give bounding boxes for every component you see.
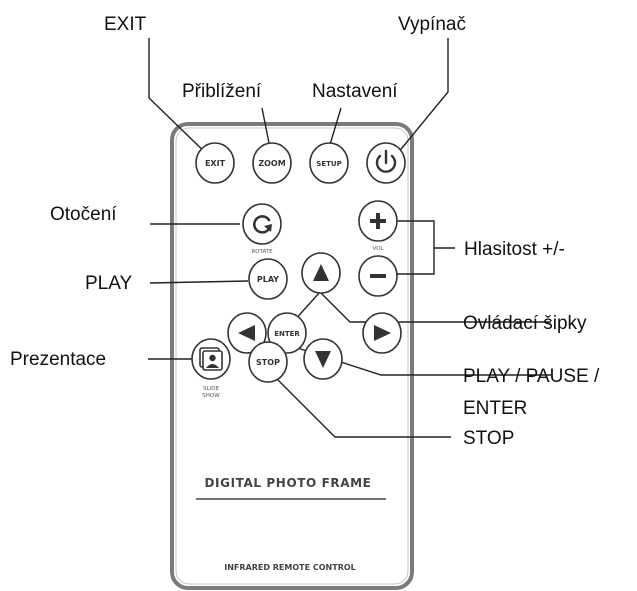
- show-caption: SHOW: [202, 393, 220, 399]
- callout-setup: Nastavení: [312, 81, 398, 102]
- arrow-up-button[interactable]: [301, 252, 341, 294]
- rotate-button[interactable]: [242, 203, 282, 245]
- setup-button-label: SETUP: [316, 160, 341, 168]
- play-button-label: PLAY: [257, 275, 279, 284]
- play-button[interactable]: PLAY: [248, 258, 288, 300]
- volume-up-button[interactable]: [358, 200, 398, 242]
- leader-setup: [328, 107, 342, 149]
- callout-zoom: Přiblížení: [182, 81, 262, 102]
- callout-power: Vypínač: [398, 14, 466, 35]
- callout-volume: Hlasitost +/-: [464, 239, 565, 260]
- callout-play: PLAY: [85, 273, 133, 294]
- callout-arrows: Ovládací šipky: [463, 313, 587, 334]
- minus-icon: [370, 274, 386, 278]
- arrow-right-button[interactable]: [362, 312, 402, 354]
- arrow-up-icon: [313, 264, 329, 281]
- arrow-left-icon: [238, 325, 255, 341]
- slide-caption: SLIDE: [203, 386, 219, 392]
- leader-power: [396, 38, 449, 155]
- remote-footer: INFRARED REMOTE CONTROL: [224, 563, 356, 572]
- callout-slideshow: Prezentace: [10, 349, 106, 370]
- zoom-button-label: ZOOM: [258, 159, 285, 168]
- stop-button[interactable]: STOP: [248, 341, 288, 383]
- leader-play: [149, 280, 249, 284]
- callout-rotate: Otočení: [50, 204, 117, 225]
- arrow-down-icon: [315, 351, 331, 368]
- stop-button-label: STOP: [256, 358, 280, 367]
- exit-button-label: EXIT: [205, 159, 226, 168]
- enter-button[interactable]: ENTER: [267, 312, 307, 354]
- remote-title: DIGITAL PHOTO FRAME: [205, 476, 372, 490]
- zoom-button[interactable]: ZOOM: [252, 142, 292, 184]
- setup-button[interactable]: SETUP: [309, 142, 349, 184]
- remote-body: [170, 122, 414, 590]
- enter-button-label: ENTER: [274, 330, 300, 338]
- slideshow-button[interactable]: [191, 338, 231, 380]
- callout-stop: STOP: [463, 428, 514, 449]
- callout-play-pause-line1: PLAY / PAUSE /: [463, 366, 600, 387]
- leader-exit: [148, 38, 214, 161]
- leader-zoom: [261, 107, 271, 149]
- leader-stop: [267, 369, 451, 438]
- rotate-caption: ROTATE: [251, 249, 273, 255]
- callout-play-pause-line2: ENTER: [463, 398, 527, 419]
- power-button[interactable]: [366, 142, 406, 184]
- arrow-right-icon: [374, 325, 391, 341]
- exit-button[interactable]: EXIT: [195, 142, 235, 184]
- slideshow-icon: [199, 347, 223, 371]
- arrow-down-button[interactable]: [303, 338, 343, 380]
- rotate-icon: [253, 215, 272, 234]
- power-icon: [375, 149, 397, 173]
- arrow-left-button[interactable]: [227, 312, 267, 354]
- callout-exit: EXIT: [104, 14, 147, 35]
- vol-caption: VOL: [372, 246, 384, 252]
- volume-down-button[interactable]: [358, 255, 398, 297]
- plus-icon: [370, 213, 386, 229]
